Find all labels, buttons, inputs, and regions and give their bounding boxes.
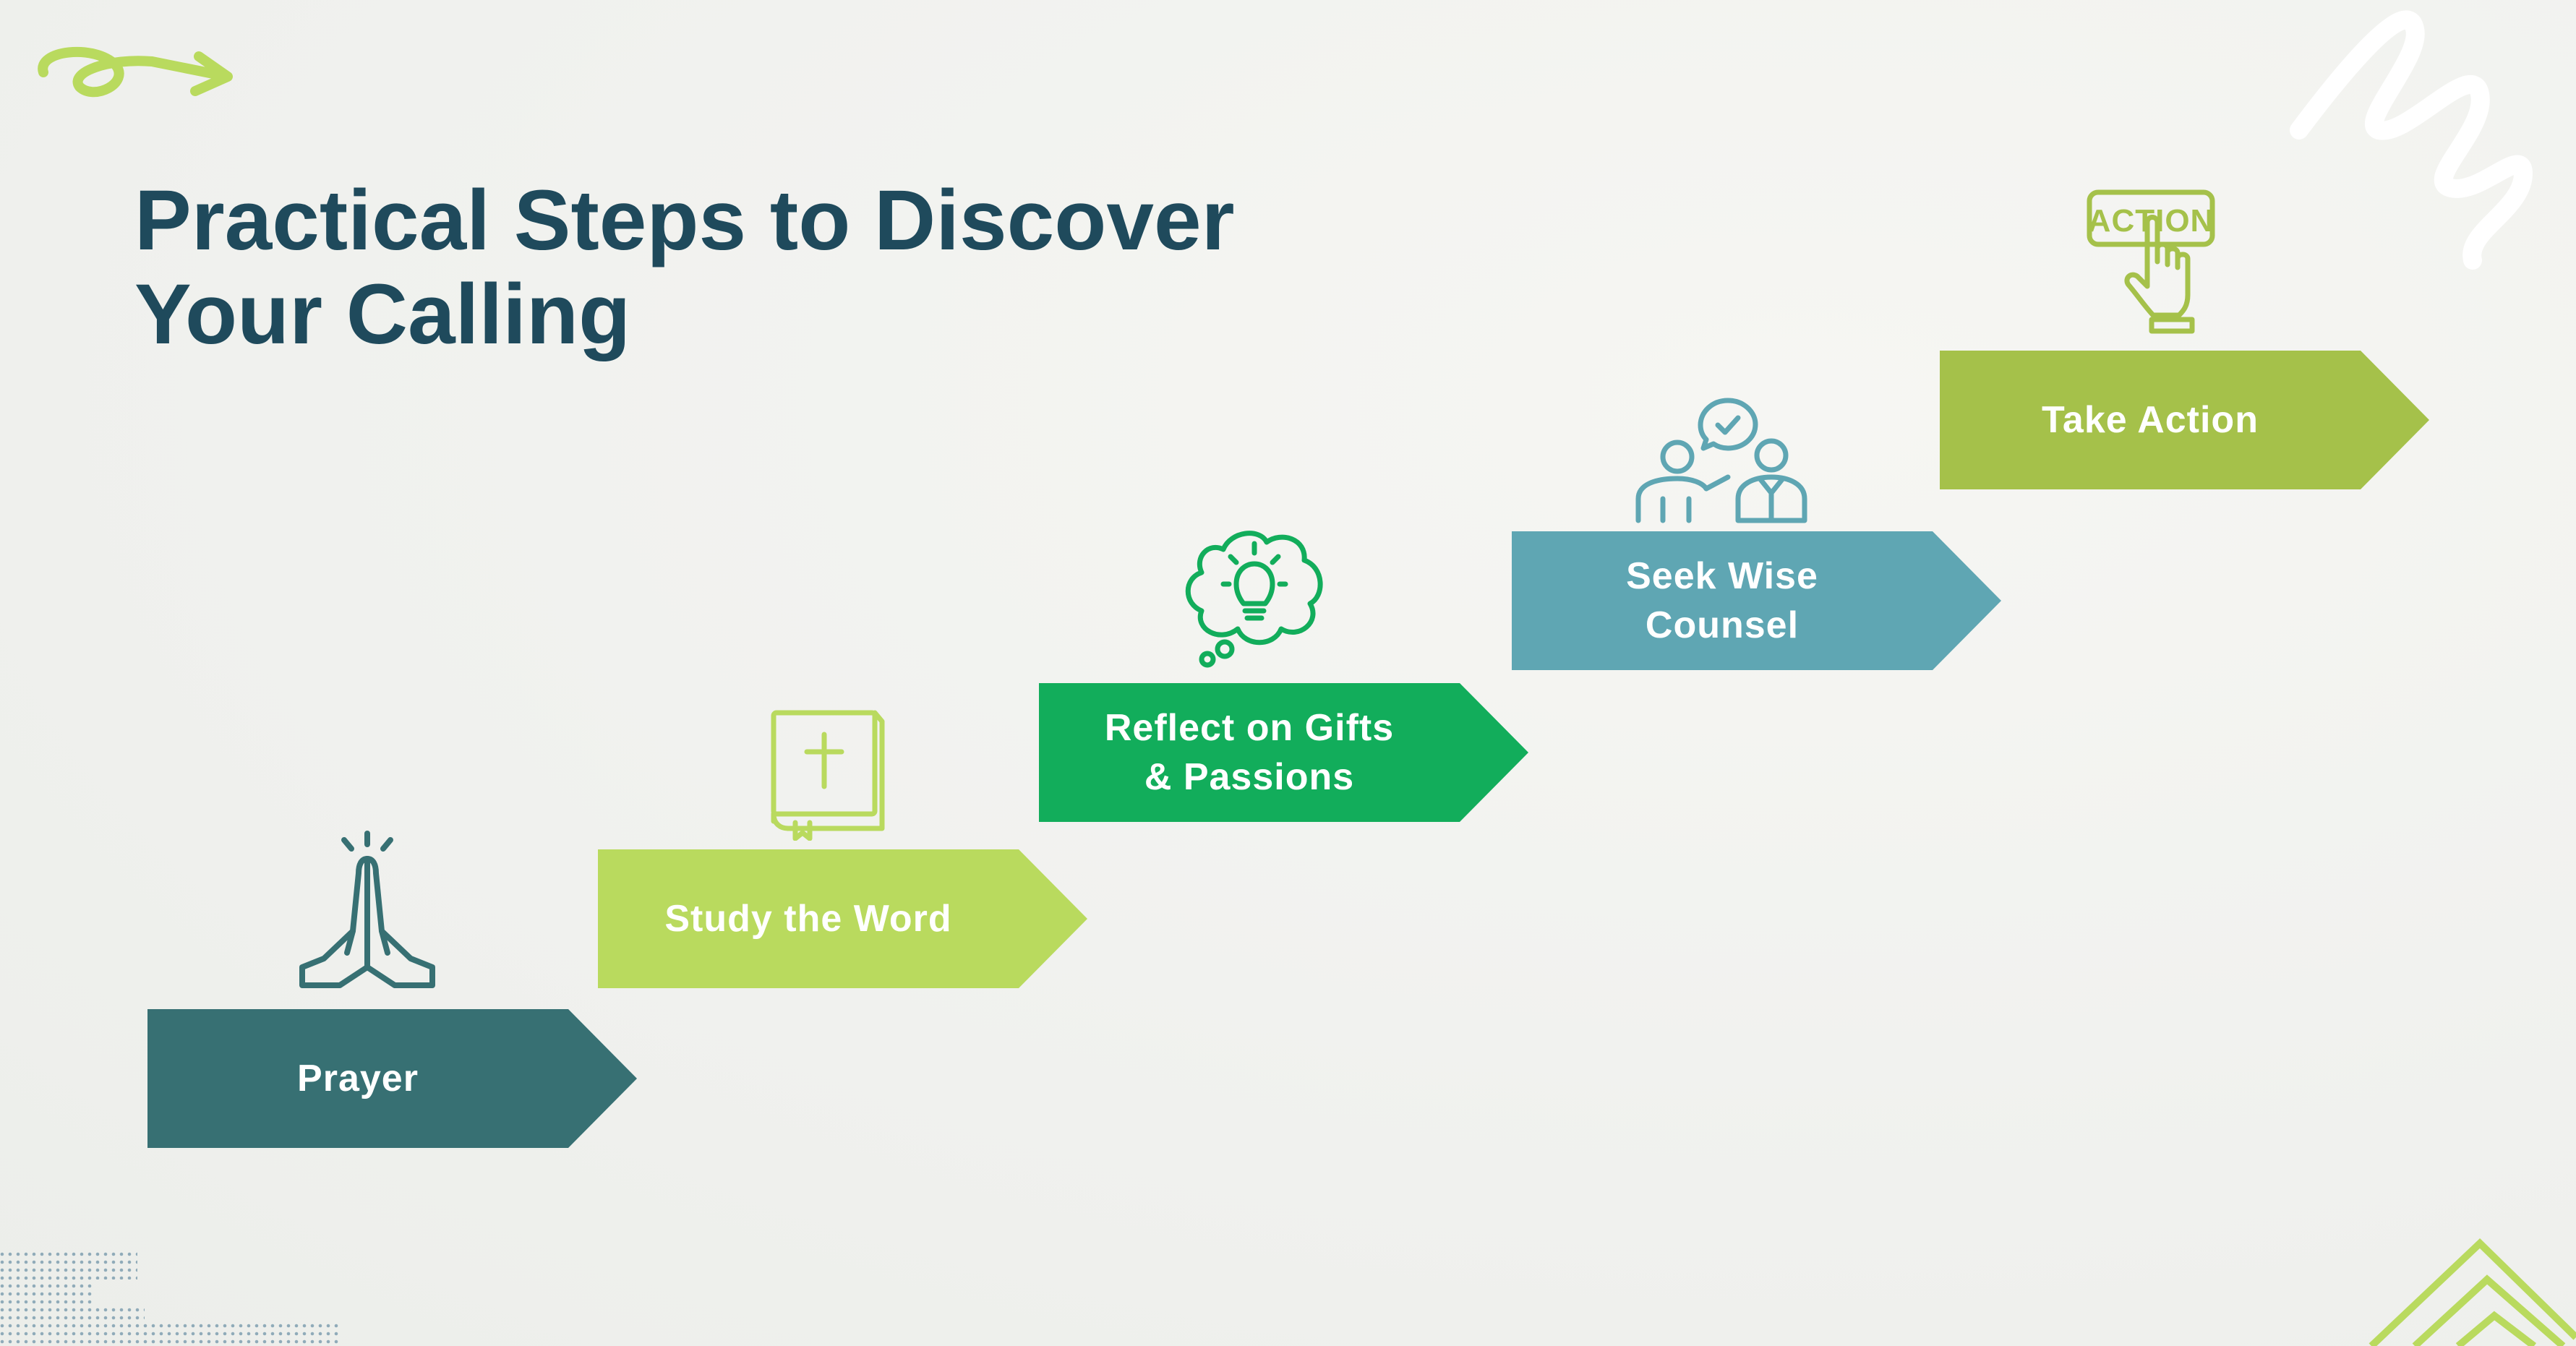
bible-icon — [771, 710, 885, 841]
title-line-1: Practical Steps to Discover — [134, 173, 1235, 268]
scribble-decoration — [2290, 10, 2533, 270]
squiggle-arrow-decoration — [38, 46, 233, 98]
action-button-text: ACTION — [2088, 203, 2215, 239]
dot-pattern-decoration — [0, 1251, 340, 1346]
step-study-the-word-label: Study the Word — [664, 898, 952, 940]
counsel-people-icon — [1635, 398, 1807, 523]
step-seek-wise-counsel: Seek Wise Counsel — [1512, 531, 2001, 670]
step-prayer: Prayer — [147, 1009, 637, 1148]
step-seek-wise-counsel-label: Seek Wise Counsel — [1626, 555, 1818, 646]
praying-hands-icon — [299, 831, 435, 988]
step-take-action-label: Take Action — [2042, 399, 2259, 441]
step-take-action: Take Action — [1940, 351, 2429, 489]
step-reflect-on-gifts-label: Reflect on Gifts & Passions — [1104, 707, 1395, 798]
title-line-2: Your Calling — [134, 267, 631, 362]
step-study-the-word: Study the Word — [598, 849, 1087, 988]
step-reflect-on-gifts: Reflect on Gifts & Passions — [1039, 683, 1528, 822]
chevron-decoration — [2369, 1238, 2576, 1346]
step-prayer-label: Prayer — [297, 1058, 419, 1099]
action-button-icon: ACTION — [2087, 189, 2215, 334]
page-title: Practical Steps to Discover Your Calling — [134, 173, 1364, 361]
thought-lightbulb-icon — [1185, 531, 1323, 668]
